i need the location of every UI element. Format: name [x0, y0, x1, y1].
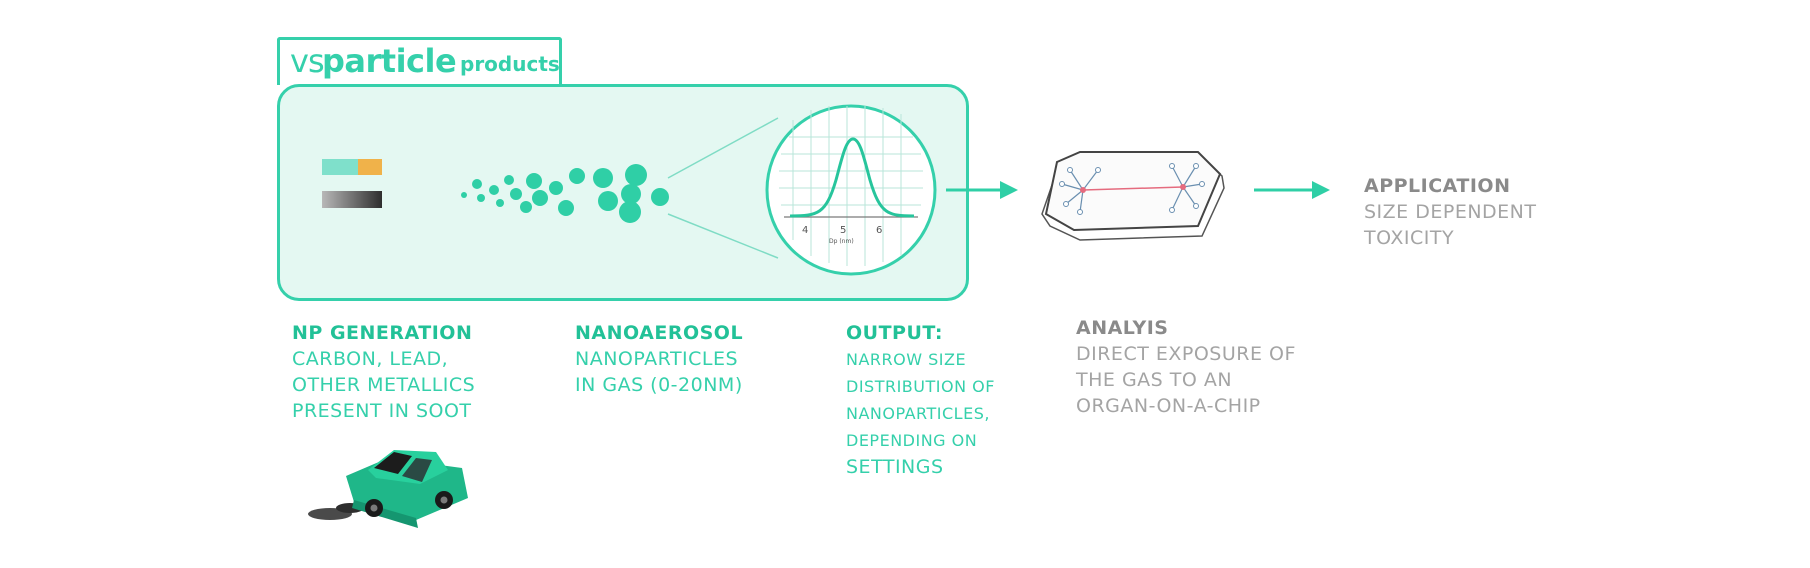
stage-output-line: DISTRIBUTION OF — [846, 377, 995, 396]
axis-caption: Dp (nm) — [829, 238, 854, 245]
stage-application-line: SIZE DEPENDENT — [1364, 201, 1537, 223]
tick-label-6: 6 — [876, 225, 882, 236]
stage-aerosol-title: NANOAEROSOL — [575, 322, 744, 344]
stage-generation-line: PRESENT IN SOOT — [292, 400, 472, 422]
stage-aerosol-line: IN GAS (0-20NM) — [575, 374, 743, 396]
particle-cloud-icon — [461, 164, 669, 223]
tick-label-5: 5 — [840, 225, 846, 236]
arrow-right-icon — [1254, 181, 1330, 199]
magnifier-line-top — [667, 117, 779, 179]
stage-aerosol-line: NANOPARTICLES — [575, 348, 739, 370]
brand-suffix: products — [460, 52, 560, 76]
size-distribution-magnifier-icon: 4 5 6 Dp (nm) — [765, 104, 937, 276]
arrow-right-icon — [946, 181, 1018, 199]
tick-label-4: 4 — [802, 225, 808, 236]
organ-on-chip-icon — [1041, 151, 1225, 241]
generator-cartridge-icon — [322, 159, 382, 208]
stage-analysis: ANALYIS DIRECT EXPOSURE OF THE GAS TO AN… — [1076, 315, 1296, 419]
stage-generation: NP GENERATION CARBON, LEAD, OTHER METALL… — [292, 320, 475, 424]
stage-generation-line: CARBON, LEAD, — [292, 348, 449, 370]
stage-generation-title: NP GENERATION — [292, 322, 473, 344]
stage-generation-line: OTHER METALLICS — [292, 374, 476, 396]
car-icon — [308, 450, 468, 528]
stage-output-line: NANOPARTICLES, — [846, 404, 990, 423]
stage-analysis-title: ANALYIS — [1076, 317, 1169, 339]
stage-output-line: SETTINGS — [846, 456, 944, 478]
stage-output: OUTPUT: NARROW SIZE DISTRIBUTION OF NANO… — [846, 320, 995, 480]
stage-analysis-line: ORGAN-ON-A-CHIP — [1076, 395, 1261, 417]
brand-name: particle — [322, 42, 457, 80]
brand-prefix: vs — [290, 42, 325, 80]
stage-application-title: APPLICATION — [1364, 175, 1511, 197]
stage-analysis-line: THE GAS TO AN — [1076, 369, 1233, 391]
magnifier-line-bottom — [667, 213, 779, 259]
stage-analysis-line: DIRECT EXPOSURE OF — [1076, 343, 1296, 365]
stage-output-line: NARROW SIZE — [846, 350, 967, 369]
stage-application: APPLICATION SIZE DEPENDENT TOXICITY — [1364, 173, 1537, 251]
stage-output-line: DEPENDING ON — [846, 431, 978, 450]
stage-aerosol: NANOAEROSOL NANOPARTICLES IN GAS (0-20NM… — [575, 320, 743, 398]
brand-tab: vs particle products — [277, 37, 562, 85]
stage-application-line: TOXICITY — [1364, 227, 1455, 249]
stage-output-title: OUTPUT: — [846, 322, 943, 344]
